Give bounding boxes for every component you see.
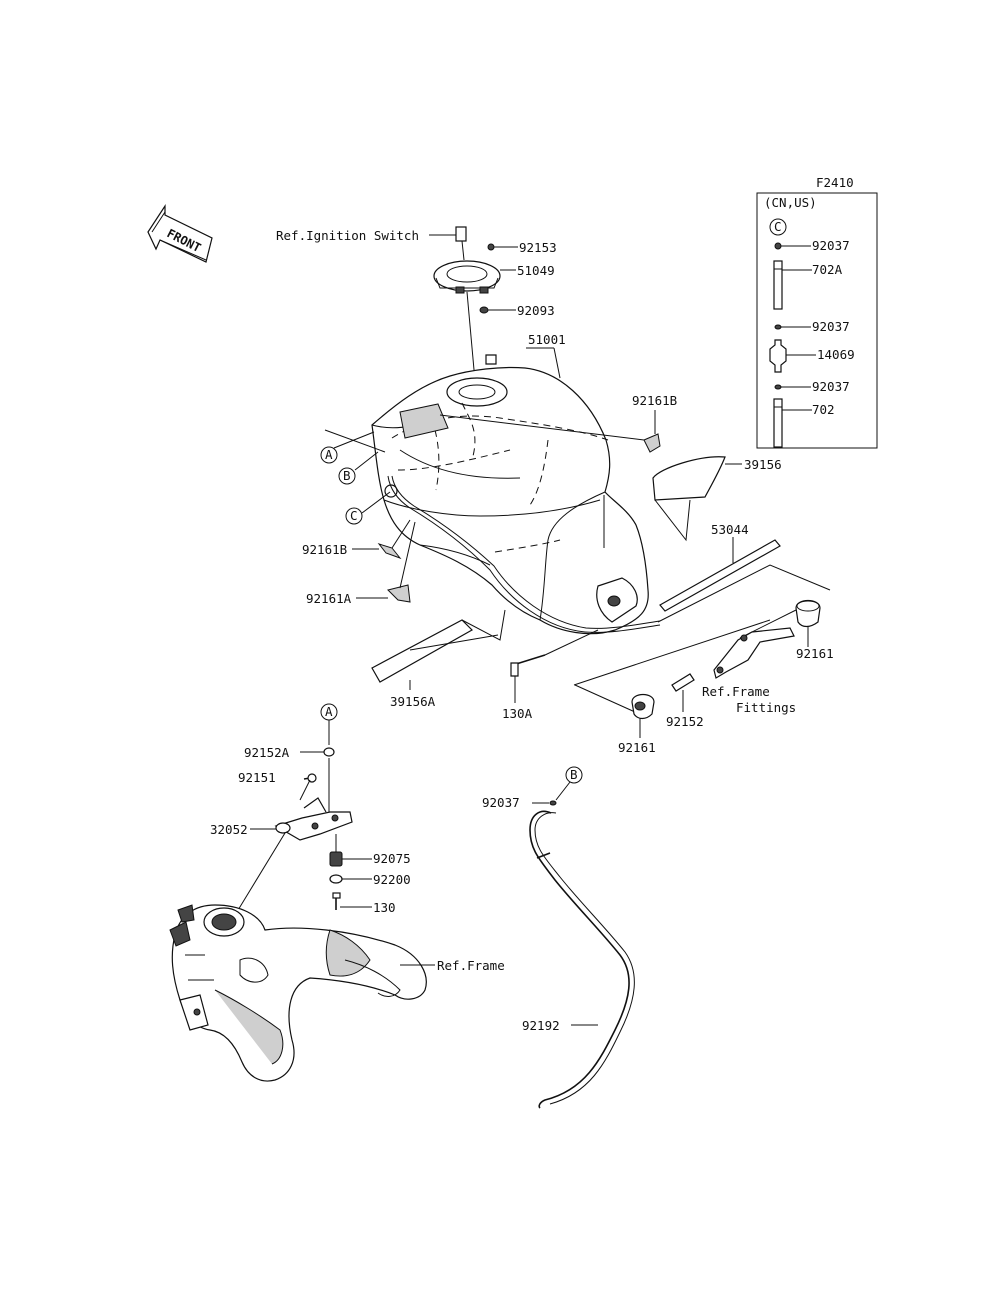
label-92152a: 92152A: [244, 745, 290, 760]
label-53044: 53044: [711, 522, 749, 537]
inset-box: (CN,US) C 92037 702A 92037 14069 92037 7…: [756, 192, 878, 449]
label-92161b-left: 92161B: [302, 542, 347, 557]
label-inset-14069: 14069: [817, 347, 855, 362]
label-51049: 51049: [517, 263, 555, 278]
label-92153: 92153: [519, 240, 557, 255]
label-ref-frame-fittings-2: Fittings: [736, 700, 796, 715]
label-130a: 130A: [502, 706, 533, 721]
label-92161-bottom: 92161: [618, 740, 656, 755]
label-inset-702a: 702A: [812, 262, 843, 277]
label-92151: 92151: [238, 770, 276, 785]
grommet-92161-right: [795, 599, 821, 628]
figure-code: F2410: [816, 175, 854, 190]
inset-region-label: (CN,US): [764, 195, 817, 210]
label-39156: 39156: [744, 457, 782, 472]
label-92037-hose: 92037: [482, 795, 520, 810]
ref-marker-c: C: [350, 508, 358, 523]
label-92152: 92152: [666, 714, 704, 729]
grommet-92161-bottom: [631, 693, 655, 720]
label-92200: 92200: [373, 872, 411, 887]
label-32052: 32052: [210, 822, 248, 837]
ref-marker-a-lower: A: [325, 704, 333, 719]
ref-marker-b-hose: B: [570, 767, 578, 782]
label-92161a: 92161A: [306, 591, 352, 606]
label-92161-right: 92161: [796, 646, 834, 661]
label-92075: 92075: [373, 851, 411, 866]
label-130: 130: [373, 900, 396, 915]
label-92161b-top: 92161B: [632, 393, 677, 408]
inset-ref-c: C: [774, 219, 782, 234]
ignition-switch-part: Ref.Ignition Switch: [276, 226, 467, 243]
ref-marker-a: A: [325, 447, 333, 462]
label-inset-92037-3: 92037: [812, 379, 850, 394]
breather-hose-92192: [529, 810, 635, 1109]
frame-fittings-bracket: [713, 627, 795, 679]
front-direction-arrow: FRONT: [147, 203, 213, 263]
label-inset-702: 702: [812, 402, 835, 417]
label-39156a: 39156A: [390, 694, 436, 709]
label-51001: 51001: [528, 332, 566, 347]
motorcycle-frame: [169, 904, 427, 1082]
fuel-cap-51049: [433, 260, 501, 294]
label-inset-92037-1: 92037: [812, 238, 850, 253]
label-inset-92037-2: 92037: [812, 319, 850, 334]
label-ref-frame: Ref.Frame: [437, 958, 505, 973]
label-92192: 92192: [522, 1018, 560, 1033]
bracket-32052: [274, 797, 353, 841]
fuel-tank-51001: [371, 354, 661, 635]
ref-marker-b: B: [343, 468, 351, 483]
label-ref-frame-fittings-1: Ref.Frame: [702, 684, 770, 699]
label-ref-ignition-switch: Ref.Ignition Switch: [276, 228, 419, 243]
label-92093: 92093: [517, 303, 555, 318]
